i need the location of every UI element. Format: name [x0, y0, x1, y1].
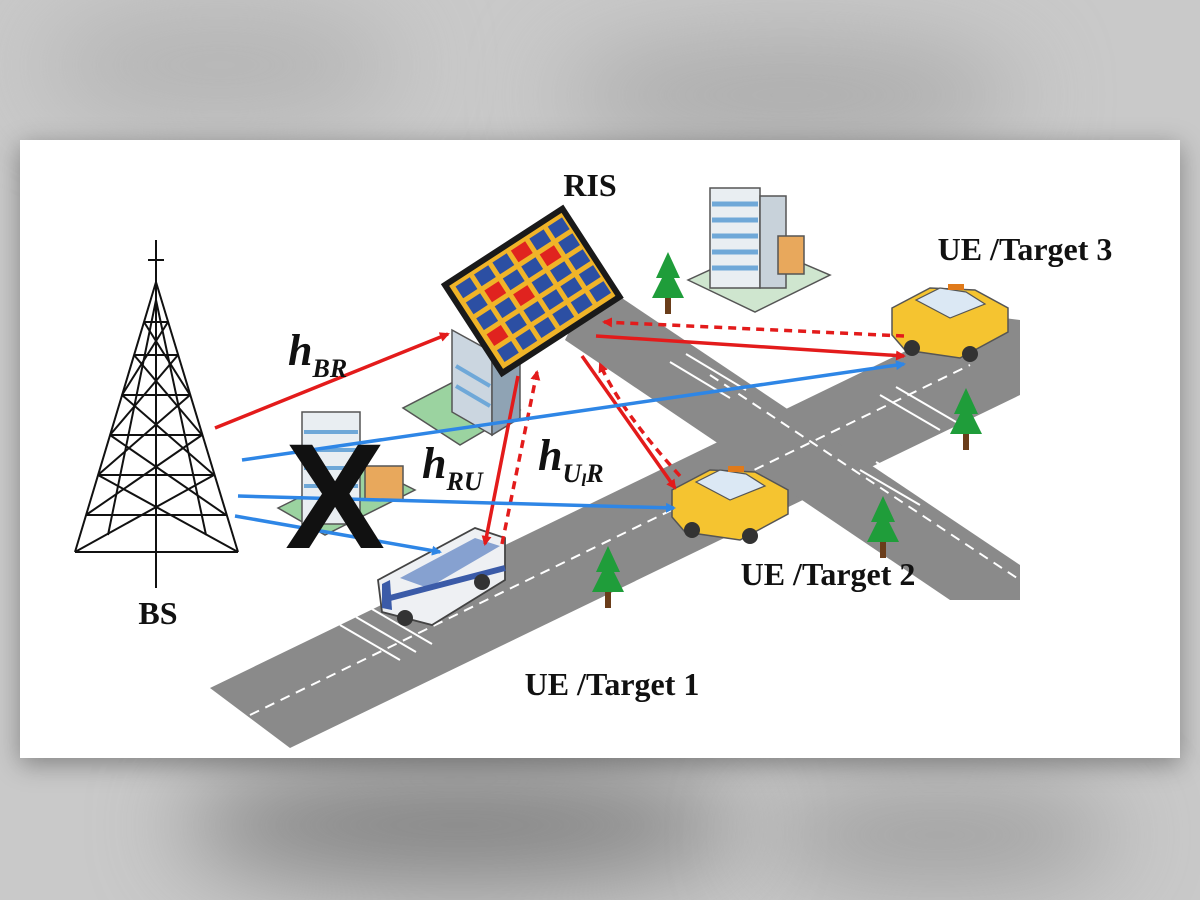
ris-element — [510, 241, 533, 263]
ris-element — [531, 273, 554, 295]
label-ue3: UE /Target 3 — [938, 231, 1113, 267]
trees — [592, 252, 982, 608]
link-bs-ue2-blocked — [237, 494, 676, 513]
diagram-panel: X BS RIS UE /Target 1 UE /Target 2 UE /T… — [20, 140, 1180, 758]
tree-icon — [950, 388, 982, 450]
ris-element — [547, 217, 570, 239]
ris-element — [473, 265, 496, 287]
blocked-x-mark: X — [285, 412, 385, 580]
ris-element — [476, 309, 499, 331]
ris-element — [513, 285, 536, 307]
ris-element — [486, 325, 509, 347]
road-cross — [565, 280, 1020, 600]
ris-element — [492, 253, 515, 275]
ris-element — [541, 289, 564, 311]
label-h-br: hBR — [288, 326, 347, 383]
label-ue1: UE /Target 1 — [525, 666, 700, 702]
label-h-ur: hUlR — [538, 431, 604, 490]
ris-element — [465, 293, 488, 315]
tree-icon — [592, 546, 624, 608]
label-ris: RIS — [563, 167, 616, 203]
tree-icon — [652, 252, 684, 314]
link-bs-ue1-blocked — [234, 514, 442, 556]
ris-element — [578, 265, 601, 287]
ris-element — [550, 261, 572, 283]
taxi-icon — [671, 466, 789, 544]
label-bs: BS — [138, 595, 177, 631]
ris-element — [455, 277, 478, 299]
building-icon — [686, 187, 832, 313]
ris-element — [484, 281, 507, 303]
ris-element — [521, 257, 544, 279]
ris-element — [570, 293, 593, 315]
taxi-icon — [891, 284, 1009, 362]
ris-element — [568, 249, 591, 271]
ris-element — [502, 269, 525, 291]
tree-icon — [867, 496, 899, 558]
ris-element — [589, 281, 612, 303]
ris-element — [529, 229, 552, 251]
road-main — [210, 315, 1020, 748]
tower-icon — [74, 240, 239, 588]
ris-element — [533, 317, 556, 339]
ris-element — [558, 233, 581, 255]
link-ue2-ris-echo — [598, 362, 682, 478]
label-ue2: UE /Target 2 — [741, 556, 916, 592]
ris-element — [515, 329, 538, 351]
ris-element — [494, 297, 517, 319]
ris-element — [560, 277, 583, 299]
ris-element — [496, 340, 519, 362]
link-ris-ue3 — [595, 334, 906, 361]
red-links — [214, 317, 906, 546]
blue-links — [234, 360, 906, 556]
link-bs-ris — [214, 332, 450, 430]
ris-element — [505, 313, 527, 335]
ris-panel-icon — [440, 204, 624, 378]
ris-element — [552, 305, 575, 327]
scenario-diagram: X BS RIS UE /Target 1 UE /Target 2 UE /T… — [74, 167, 1113, 748]
link-ue1-ris-echo — [500, 370, 541, 545]
ris-element — [539, 245, 562, 267]
link-ris-ue2 — [580, 354, 677, 490]
link-bs-ue3-blocked — [241, 360, 906, 462]
label-h-ru: hRU — [422, 439, 484, 496]
ris-element — [523, 301, 546, 323]
bus-icon — [377, 527, 506, 626]
link-ris-ue1 — [481, 375, 520, 546]
